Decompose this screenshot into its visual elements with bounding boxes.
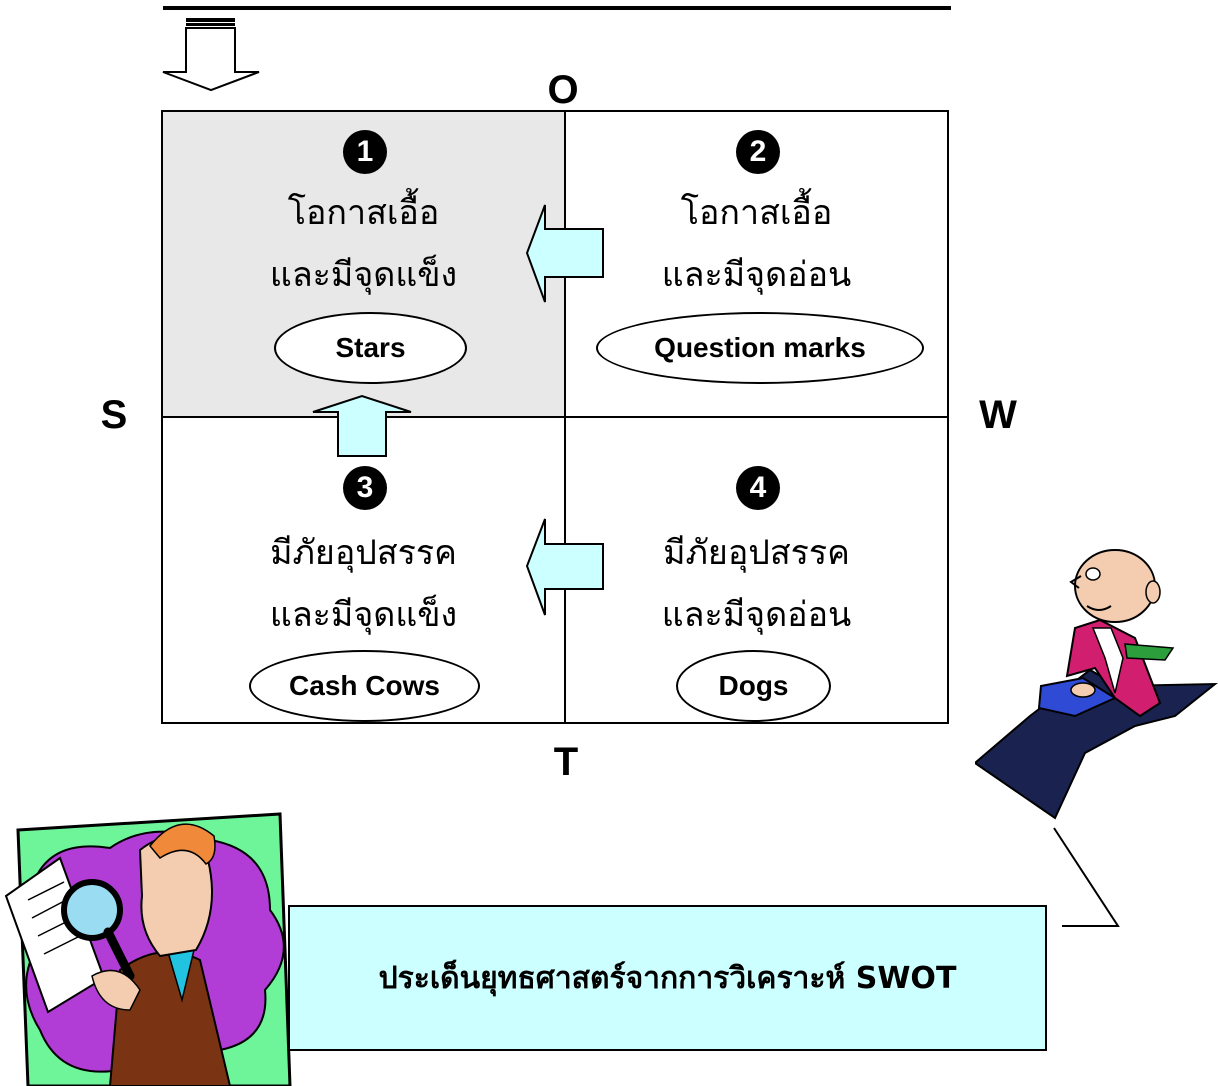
quadrant-line2: และมีจุดแข็ง	[269, 255, 458, 295]
quadrant-stars: 1 โอกาสเอื้อ และมีจุดแข็ง Stars	[163, 112, 566, 418]
quadrant-line1: มีภัยอุปสรรค	[270, 533, 457, 573]
strategy-banner: ประเด็นยุทธศาสตร์จากการวิเคราะห์ SWOT	[288, 905, 1047, 1051]
quadrant-line2: และมีจุดแข็ง	[269, 595, 458, 635]
quadrant-dogs: 4 มีภัยอุปสรรค และมีจุดอ่อน Dogs	[566, 418, 947, 722]
quadrant-number: 1	[343, 130, 387, 174]
category-dogs: Dogs	[676, 650, 831, 722]
category-question-marks: Question marks	[596, 312, 924, 384]
quadrant-cash-cows: 3 มีภัยอุปสรรค และมีจุดแข็ง Cash Cows	[163, 418, 566, 722]
left-arrow-icon	[525, 204, 604, 303]
quadrant-line1: มีภัยอุปสรรค	[663, 533, 850, 573]
quadrant-line2: และมีจุดอ่อน	[661, 595, 852, 635]
quadrant-number: 4	[736, 466, 780, 510]
quadrant-line2: และมีจุดอ่อน	[661, 255, 852, 295]
swot-matrix: 1 โอกาสเอื้อ และมีจุดแข็ง Stars 2 โอกาสเ…	[161, 110, 949, 724]
quadrant-number: 2	[736, 130, 780, 174]
connector-line	[1053, 827, 1120, 927]
down-arrow-icon	[162, 18, 260, 92]
axis-label-strengths: S	[100, 393, 128, 437]
banner-title: ประเด็นยุทธศาสตร์จากการวิเคราะห์ SWOT	[378, 960, 957, 996]
left-arrow-icon	[525, 518, 604, 616]
businessman-clipart	[975, 549, 1218, 820]
quadrant-question-marks: 2 โอกาสเอื้อ และมีจุดอ่อน Question marks	[566, 112, 947, 418]
axis-label-threats: T	[553, 740, 579, 784]
quadrant-line1: โอกาสเอื้อ	[680, 193, 833, 233]
axis-label-opportunities: O	[547, 68, 579, 112]
axis-label-weaknesses: W	[979, 393, 1017, 437]
category-cash-cows: Cash Cows	[249, 650, 480, 722]
category-stars: Stars	[274, 312, 467, 384]
quadrant-line1: โอกาสเอื้อ	[287, 193, 440, 233]
detective-clipart	[4, 812, 292, 1086]
strategy-arrows	[312, 204, 604, 616]
quadrant-number: 3	[343, 466, 387, 510]
up-arrow-icon	[312, 394, 412, 457]
header-decoration	[162, 6, 951, 92]
